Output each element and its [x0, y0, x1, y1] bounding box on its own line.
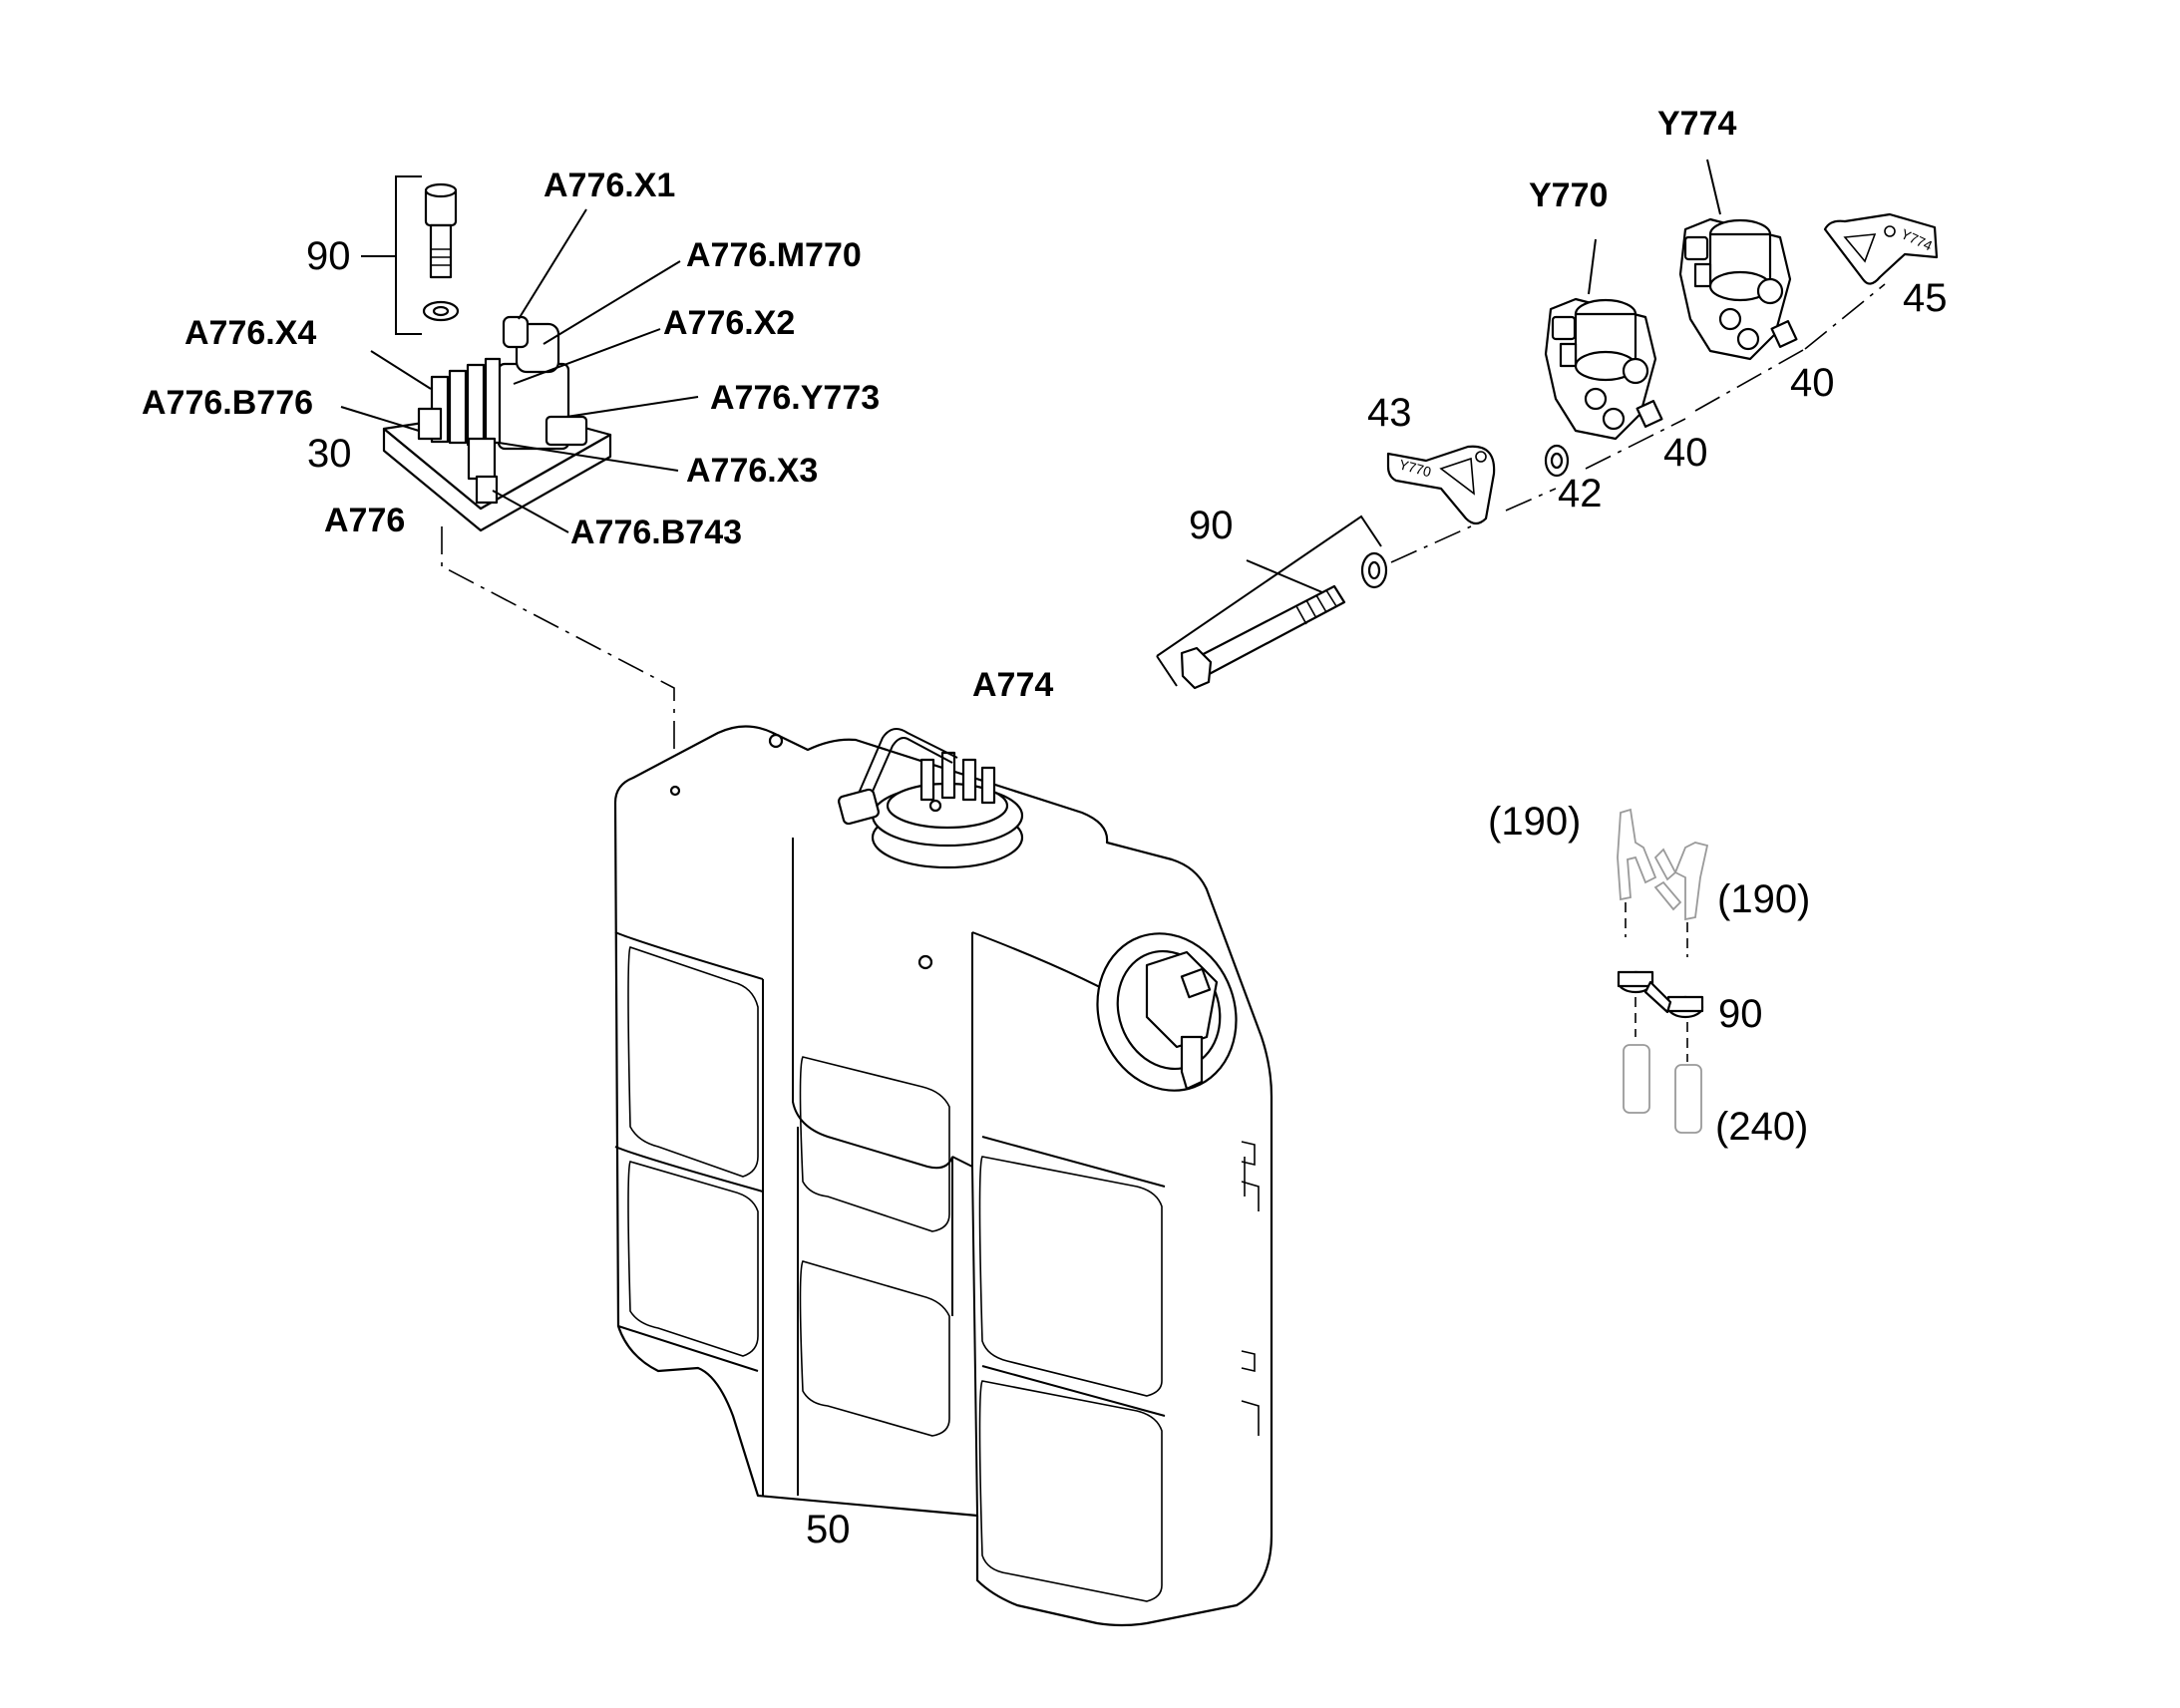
bracket-45: Y774 — [1823, 212, 1939, 285]
hose-fittings-group — [1617, 808, 1709, 1134]
label-y774: Y774 — [1657, 105, 1736, 143]
washer-42 — [1544, 444, 1570, 478]
valve-y774 — [1678, 159, 1798, 361]
label-a776-b743: A776.B743 — [570, 513, 742, 551]
label-90-bolt: 90 — [1189, 504, 1234, 547]
label-42: 42 — [1558, 472, 1603, 515]
label-y770: Y770 — [1529, 176, 1608, 214]
label-50: 50 — [806, 1508, 851, 1551]
a776-mount-axis — [441, 526, 675, 788]
label-43: 43 — [1367, 391, 1412, 435]
label-190-right: (190) — [1717, 877, 1810, 921]
label-a776-b776: A776.B776 — [142, 384, 313, 422]
label-190-left: (190) — [1488, 800, 1581, 844]
label-a776: A776 — [324, 502, 405, 539]
bolt-90-group — [1156, 514, 1388, 690]
label-a776-m770: A776.M770 — [686, 236, 862, 274]
valve-y770 — [1544, 238, 1663, 441]
label-a776-x1: A776.X1 — [544, 167, 675, 204]
label-a776-x2: A776.X2 — [663, 304, 795, 342]
label-40-lower: 40 — [1663, 431, 1708, 475]
label-a776-y773: A776.Y773 — [710, 379, 880, 417]
label-90-clip: 90 — [1718, 992, 1763, 1036]
label-240: (240) — [1715, 1105, 1808, 1149]
label-30: 30 — [307, 432, 352, 476]
label-40-upper: 40 — [1790, 361, 1835, 405]
a776-leaders — [340, 208, 699, 533]
label-a774: A774 — [972, 666, 1053, 704]
label-45: 45 — [1903, 276, 1948, 320]
label-a776-x3: A776.X3 — [686, 452, 818, 490]
label-90-screw: 90 — [306, 234, 351, 278]
tank-50 — [613, 725, 1273, 1627]
label-a776-x4: A776.X4 — [184, 314, 316, 352]
screw-90-group — [361, 175, 460, 335]
bracket-43: Y770 — [1386, 445, 1496, 525]
valve-axis — [1390, 283, 1886, 563]
module-a776 — [382, 315, 612, 532]
